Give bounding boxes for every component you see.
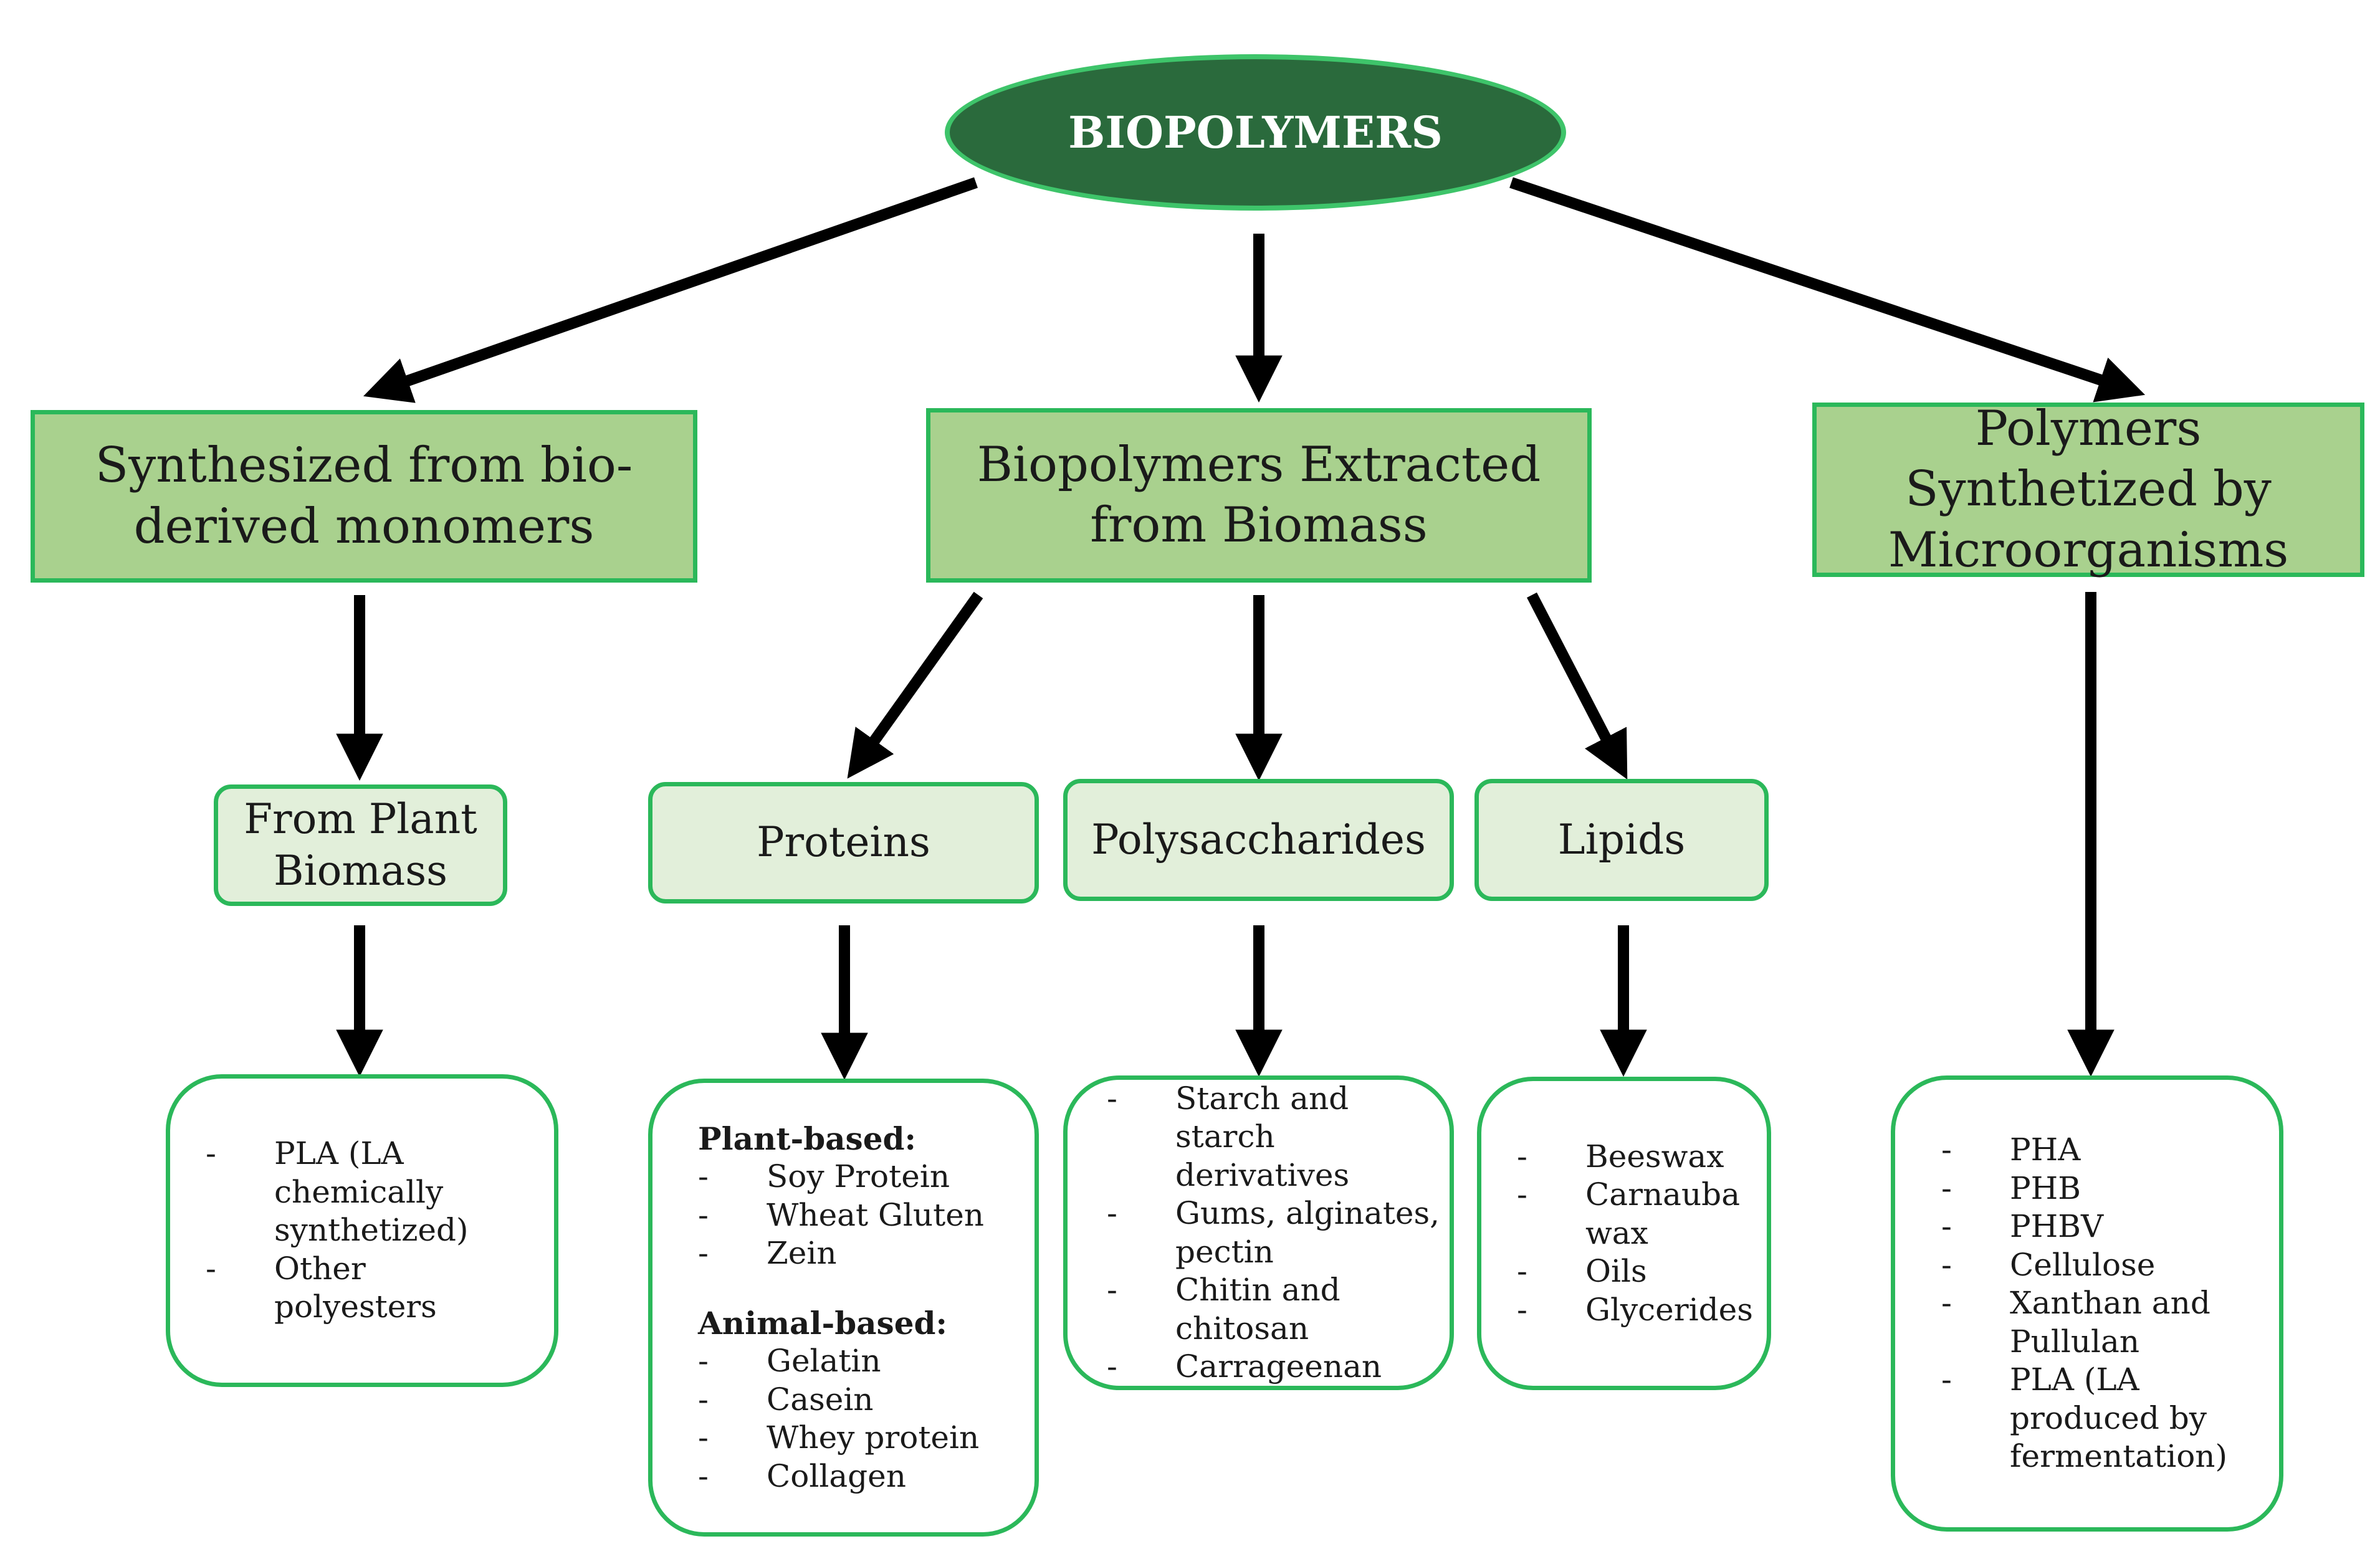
list-polysaccharide-polymers: Starch and starch derivatives Gums, algi… bbox=[1063, 1075, 1454, 1390]
list-item: PLA (LA chemically synthetized) bbox=[206, 1135, 527, 1250]
category-label: Biopolymers Extracted from Biomass bbox=[977, 436, 1541, 554]
list-item: PHB bbox=[1941, 1170, 2262, 1208]
subcategory-label: Proteins bbox=[757, 818, 930, 867]
root-label: BIOPOLYMERS bbox=[1068, 107, 1443, 158]
list-item: Wheat Gluten bbox=[698, 1196, 1028, 1235]
arrow-root-to-microorganisms bbox=[1509, 177, 2146, 403]
subcategory-proteins: Proteins bbox=[648, 782, 1039, 903]
list-item: PHBV bbox=[1941, 1208, 2262, 1246]
list-item: Chitin and chitosan bbox=[1107, 1271, 1443, 1348]
arrow-extracted-to-lipids bbox=[1527, 592, 1628, 780]
list-item: Casein bbox=[698, 1381, 1028, 1419]
list-item: Gelatin bbox=[698, 1342, 1028, 1381]
list-item: Xanthan and Pullulan bbox=[1941, 1284, 2262, 1361]
list-item: PHA bbox=[1941, 1131, 2262, 1170]
list-item: Carrageenan bbox=[1107, 1348, 1443, 1386]
list-item: Beeswax bbox=[1517, 1138, 1757, 1176]
list-item: Oils bbox=[1517, 1252, 1757, 1291]
list-item: Soy Protein bbox=[698, 1158, 1028, 1196]
category-label: Polymers Synthetized by Microorganisms bbox=[1888, 400, 2289, 578]
subcategory-label: From Plant Biomass bbox=[244, 795, 477, 895]
list-plant-biomass-polymers: PLA (LA chemically synthetized) Other po… bbox=[166, 1074, 558, 1387]
category-label: Synthesized from bio-derived monomers bbox=[95, 437, 633, 555]
list-item: Collagen bbox=[698, 1457, 1028, 1496]
group-heading-animal-based: Animal-based: bbox=[698, 1304, 947, 1342]
category-synthesized-from-monomers: Synthesized from bio-derived monomers bbox=[31, 410, 697, 583]
list-item: PLA (LA produced by fermentation) bbox=[1941, 1361, 2262, 1476]
arrow-extracted-to-proteins bbox=[847, 591, 983, 779]
subcategory-from-plant-biomass: From Plant Biomass bbox=[214, 784, 507, 906]
list-item: Starch and starch derivatives bbox=[1107, 1080, 1443, 1195]
subcategory-lipids: Lipids bbox=[1474, 779, 1769, 901]
category-synthetized-by-microorganisms: Polymers Synthetized by Microorganisms bbox=[1812, 401, 2364, 578]
subcategory-label: Lipids bbox=[1557, 815, 1686, 864]
root-node: BIOPOLYMERS bbox=[945, 54, 1566, 211]
group-heading-plant-based: Plant-based: bbox=[698, 1120, 916, 1157]
list-item: Glycerides bbox=[1517, 1291, 1757, 1330]
category-extracted-from-biomass: Biopolymers Extracted from Biomass bbox=[926, 408, 1592, 583]
list-lipid-polymers: Beeswax Carnauba wax Oils Glycerides bbox=[1477, 1077, 1771, 1390]
list-item: Zein bbox=[698, 1234, 1028, 1273]
list-item: Gums, alginates, pectin bbox=[1107, 1194, 1443, 1271]
arrow-root-to-synthesized bbox=[363, 177, 978, 403]
list-item: Whey protein bbox=[698, 1419, 1028, 1457]
list-item: Cellulose bbox=[1941, 1246, 2262, 1285]
list-microbial-polymers: PHA PHB PHBV Cellulose Xanthan and Pullu… bbox=[1891, 1075, 2283, 1532]
subcategory-label: Polysaccharides bbox=[1091, 815, 1426, 864]
list-item: Carnauba wax bbox=[1517, 1176, 1757, 1252]
list-protein-polymers: Plant-based: Soy Protein Wheat Gluten Ze… bbox=[648, 1079, 1039, 1537]
list-item: Other polyesters bbox=[206, 1250, 527, 1327]
subcategory-polysaccharides: Polysaccharides bbox=[1063, 779, 1454, 901]
